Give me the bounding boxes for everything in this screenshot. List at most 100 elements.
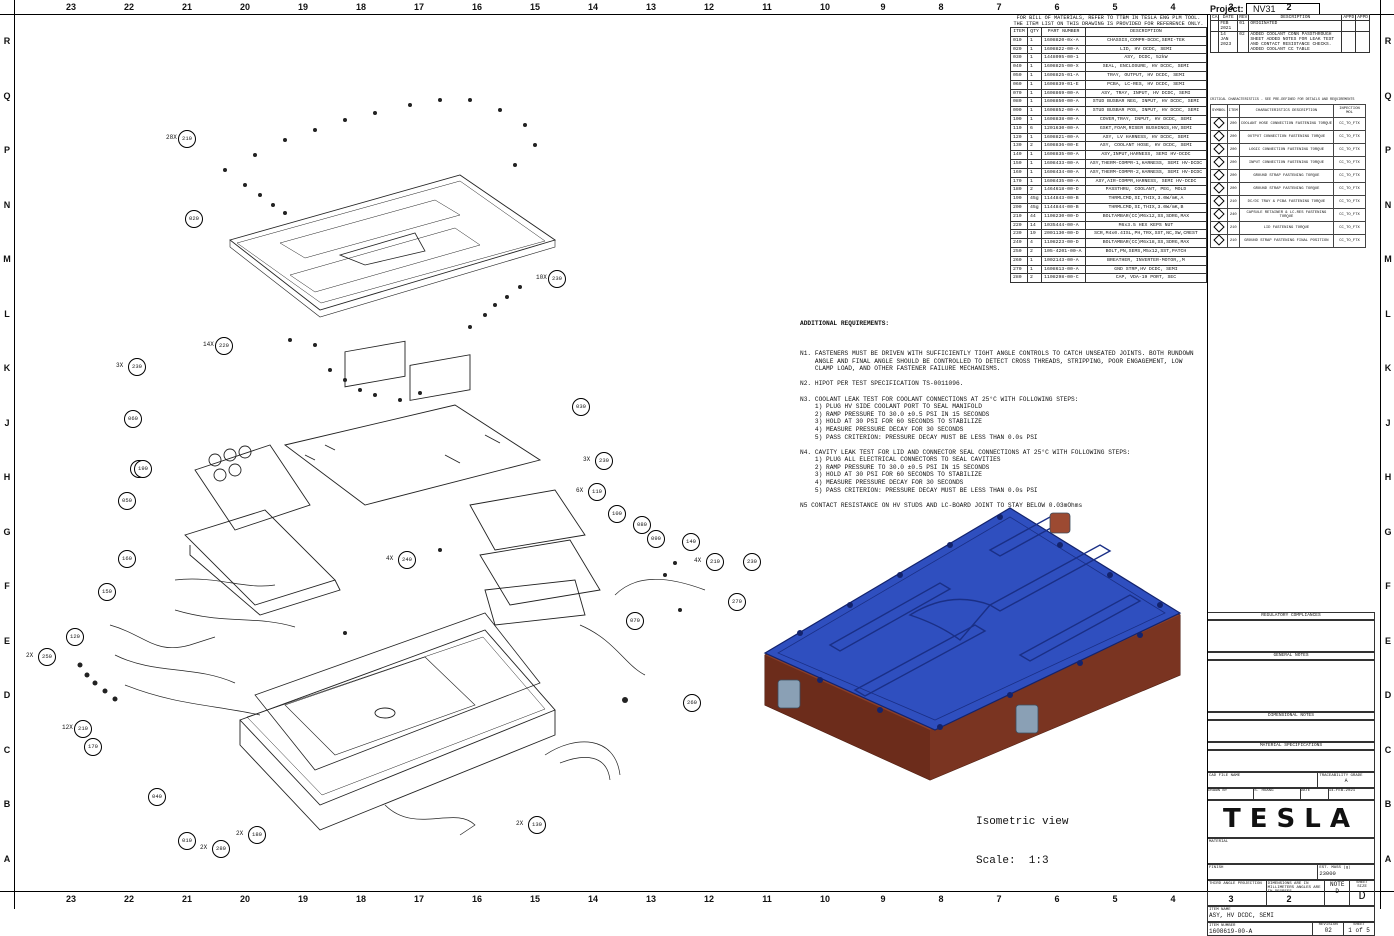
bom-cell: 1608839-01-E	[1041, 79, 1086, 90]
bom-cell: 1608822-00-A	[1041, 44, 1086, 55]
zone-left-F: F	[4, 581, 10, 591]
bom-cell: 1	[1027, 106, 1043, 116]
requirement-line	[800, 373, 1200, 381]
bom-cell: 1002143-00-A	[1041, 255, 1086, 266]
callout-qty: 28X	[166, 134, 177, 141]
callout-bubble: 240	[398, 551, 416, 569]
callout-bubble: 230	[595, 452, 613, 470]
bom-cell: ASY, COOLANT HOSE, HV DCDC, SEMI	[1084, 141, 1208, 152]
bom-cell: 070	[1009, 88, 1029, 99]
revision-cell	[1209, 20, 1220, 32]
bom-cell: 270	[1009, 264, 1029, 275]
zone-top-21: 21	[181, 2, 192, 12]
regulatory-header: REGULATORY COMPLIANCES	[1207, 612, 1375, 620]
callout-bubble: 040	[148, 788, 166, 806]
bom-cell: 1608852-00-A	[1041, 106, 1086, 116]
zone-bottom-9: 9	[880, 894, 886, 904]
zone-left-G: G	[3, 526, 11, 537]
characteristics-title: CRITICAL CHARACTERISTICS - SEE PRE-DEFIN…	[1210, 98, 1355, 102]
requirement-line: 2) RAMP PRESSURE TO 30.0 ±0.5 PSI IN 15 …	[800, 463, 990, 471]
bom-cell: BREATHER, INVERTER-MOTOR,,M	[1084, 255, 1208, 266]
lc-res-board-part	[194, 444, 311, 531]
characteristics-cell: CAPSULE RETAINER & LC-RES FASTENING TORQ…	[1238, 208, 1335, 222]
bom-cell: 1	[1027, 176, 1043, 187]
bom-cell: 140	[1009, 150, 1029, 160]
characteristics-cell: 200	[1226, 130, 1240, 144]
bom-cell: 1608825-00-X	[1041, 62, 1086, 72]
characteristics-cell: OUTPUT CONNECTION FASTENING TORQUE	[1238, 130, 1335, 144]
callout-qty: 4X	[386, 555, 394, 562]
callout-bubble: 230	[128, 358, 146, 376]
callout-bubble: 170	[84, 738, 102, 756]
zone-left-N: N	[3, 199, 11, 210]
requirement-line: 4) MEASURE PRESSURE DECAY FOR 30 SECONDS	[800, 479, 964, 487]
zone-top-19: 19	[297, 2, 308, 12]
bom-cell: 2	[1027, 141, 1043, 152]
bom-cell: 1	[1027, 167, 1043, 178]
bom-cell: 060	[1009, 79, 1029, 90]
iso-lid	[763, 507, 1182, 731]
item-name-value: ASY, HV DCDC, SEMI	[1209, 912, 1274, 919]
zone-top-20: 20	[239, 2, 250, 12]
drawn-by-value: S. HUANG	[1254, 789, 1301, 799]
seal-part	[254, 612, 541, 771]
zone-top-3: 3	[1228, 2, 1234, 12]
tesla-logo: TESLA	[1223, 804, 1359, 834]
bom-cell: 1464618-00-D	[1041, 185, 1086, 196]
isometric-caption: Isometric view Scale: 1:3	[976, 790, 1068, 894]
characteristics-cell: 200	[1226, 117, 1240, 131]
bom-cell: 1	[1027, 35, 1043, 46]
bom-cell: 1448095-00-1	[1041, 53, 1086, 64]
lid-part	[229, 174, 557, 318]
bom-cell: 110	[1009, 123, 1029, 134]
characteristics-cell: GROUND STRAP FASTENING TORQUE	[1238, 182, 1335, 196]
callout-bubble: 090	[647, 530, 665, 548]
units-note: DIMENSIONS ARE IN MILLIMETERS ANGLES ARE…	[1267, 881, 1326, 905]
characteristics-header-cell: CHARACTERISTICS DESCRIPTION	[1238, 104, 1335, 118]
bom-cell: CAP, VDA-19 PORT, SEC	[1084, 273, 1208, 284]
bom-cell: 1608850-00-A	[1041, 97, 1086, 108]
bom-cell: ASY, TRAY, INPUT, HV DCDC, SEMI	[1084, 88, 1208, 99]
bom-cell: 1	[1027, 132, 1043, 143]
bom-cell: STUD BUSBAR NEG, INPUT, HV DCDC, SEMI	[1084, 97, 1208, 108]
output-tray-part	[184, 509, 341, 616]
bom-cell: 1608434-00-A	[1041, 167, 1086, 178]
bom-cell: 130	[1009, 141, 1029, 152]
bom-cell: 1	[1027, 53, 1043, 64]
zone-bottom-16: 16	[471, 894, 482, 904]
zone-bottom-12: 12	[703, 894, 714, 904]
revision-cell	[1355, 20, 1370, 32]
zone-bottom-6: 6	[1054, 894, 1060, 904]
characteristics-cell: 210	[1226, 195, 1240, 209]
titleblock-divider	[1207, 14, 1208, 891]
callout-bubble: 030	[572, 398, 590, 416]
callout-bubble: 080	[633, 516, 651, 534]
bom-cell: STUD BUSBAR POS, INPUT, HV DCDC, SEMI	[1084, 106, 1208, 116]
callout-bubble: 280	[212, 840, 230, 858]
project-caption: Project:	[1210, 4, 1244, 14]
bom-cell: 170	[1009, 176, 1029, 187]
zone-left-E: E	[3, 635, 10, 646]
bom-cell: 220	[1009, 220, 1029, 231]
bom-cell: 1	[1027, 62, 1043, 72]
bom-cell: PCBA, LC-RES, HV DCDC, SEMI	[1084, 79, 1208, 90]
zone-right-M: M	[1384, 254, 1392, 264]
bom-cell: ASY, DCDC, 52kW	[1084, 53, 1208, 64]
callout-bubble: 070	[626, 612, 644, 630]
characteristics-cell: LOGIC CONNECTION FASTENING TORQUE	[1238, 143, 1335, 157]
zone-bottom-5: 5	[1112, 894, 1118, 904]
callout-bubble: 270	[728, 593, 746, 611]
characteristics-header-cell: INPECTION MOL	[1333, 104, 1366, 118]
zone-top-14: 14	[587, 2, 598, 12]
callout-bubble: 220	[215, 337, 233, 355]
isometric-title: Isometric view	[976, 816, 1069, 828]
